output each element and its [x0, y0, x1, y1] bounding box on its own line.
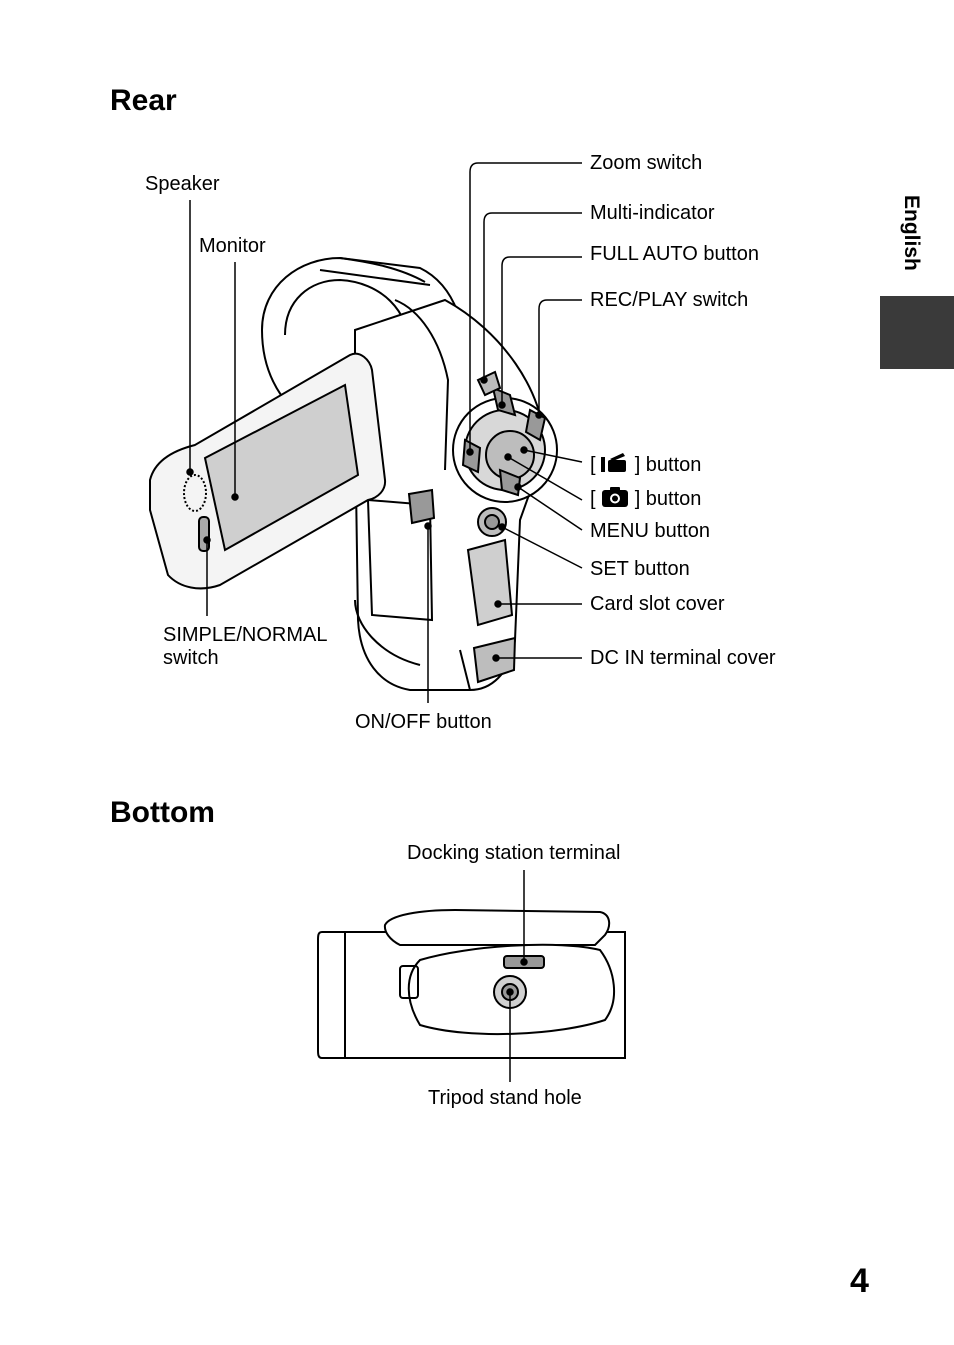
video-button-text: ] button — [634, 454, 702, 476]
multi-indicator-label: Multi-indicator — [590, 202, 715, 224]
menu-button-label: MENU button — [590, 520, 711, 542]
on-off-button-label: ON/OFF button — [355, 711, 492, 733]
tripod-hole-label: Tripod stand hole — [428, 1087, 582, 1109]
photo-button-text: ] button — [634, 488, 702, 510]
video-button-label: [ ] button — [590, 452, 701, 476]
set-button-label: SET button — [590, 558, 690, 580]
docking-terminal-label: Docking station terminal — [407, 842, 621, 864]
full-auto-button-label: FULL AUTO button — [590, 243, 759, 265]
dc-in-cover-label: DC IN terminal cover — [590, 647, 776, 669]
video-button-bracket: [ — [590, 454, 596, 476]
camera-icon — [602, 487, 629, 507]
rec-play-switch-label: REC/PLAY switch — [590, 289, 749, 311]
photo-button-bracket: [ — [590, 488, 596, 510]
monitor-label: Monitor — [199, 235, 266, 257]
bottom-heading: Bottom — [110, 796, 215, 829]
language-tab-block — [880, 296, 954, 369]
page-number: 4 — [850, 1262, 869, 1300]
language-tab-label: English — [900, 195, 923, 271]
rear-heading: Rear — [110, 84, 177, 117]
simple-normal-switch-label-line1: SIMPLE/NORMAL — [163, 624, 328, 646]
simple-normal-switch-label-line2: switch — [163, 647, 219, 669]
video-camera-icon — [601, 453, 627, 472]
bottom-camera-illustration — [317, 908, 626, 1059]
speaker-label: Speaker — [145, 173, 220, 195]
card-slot-cover-label: Card slot cover — [590, 593, 725, 615]
photo-button-label: [ ] button — [590, 486, 701, 510]
zoom-switch-label: Zoom switch — [590, 152, 703, 174]
